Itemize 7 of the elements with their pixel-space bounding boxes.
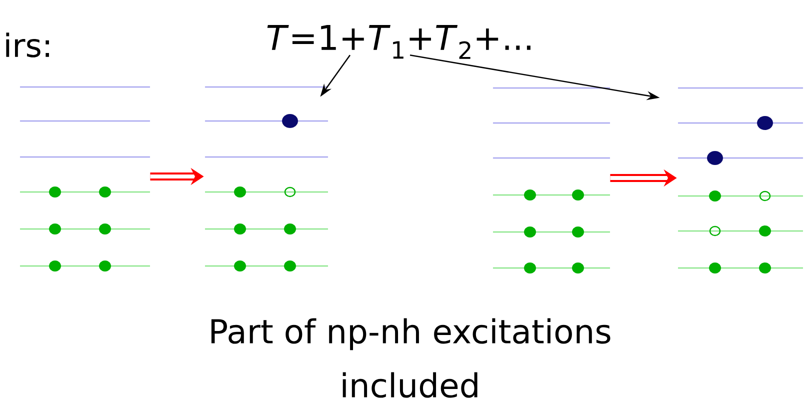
formula-text: T=1+T$_{1}$+T$_{2}$+...	[267, 25, 530, 59]
energy-level-drawing	[205, 86, 328, 272]
caption-text: Part of np-nh excitations included	[211, 318, 610, 398]
energy-level-drawing	[678, 87, 803, 274]
label-text: irs:	[6, 32, 49, 58]
energy-level-drawing	[493, 87, 610, 274]
energy-level-drawing	[20, 86, 150, 272]
